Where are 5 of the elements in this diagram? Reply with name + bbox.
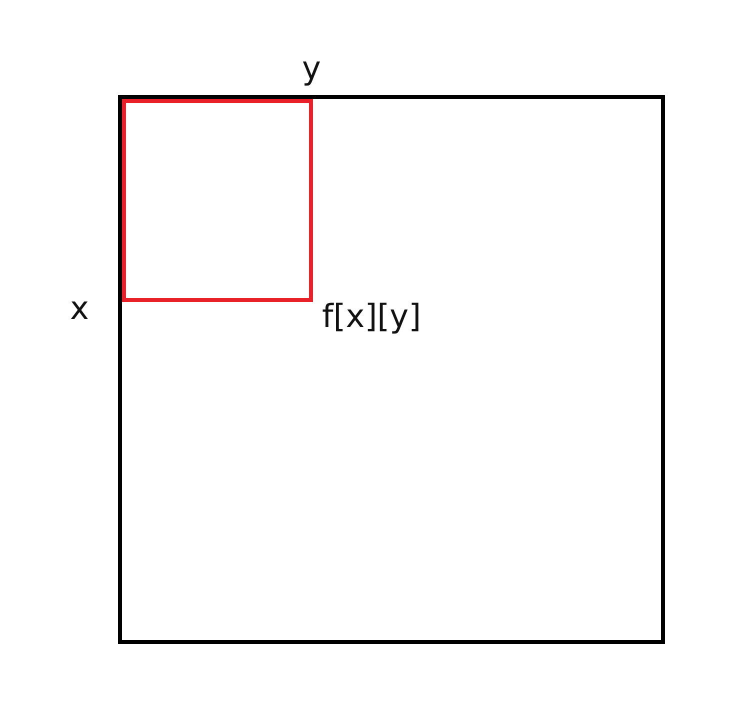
- square-outline: [118, 95, 665, 644]
- cell-label: f[x][y]: [322, 300, 422, 332]
- highlight-square: [122, 99, 313, 302]
- axis-label: x: [70, 292, 89, 324]
- axis-label: y: [302, 52, 321, 84]
